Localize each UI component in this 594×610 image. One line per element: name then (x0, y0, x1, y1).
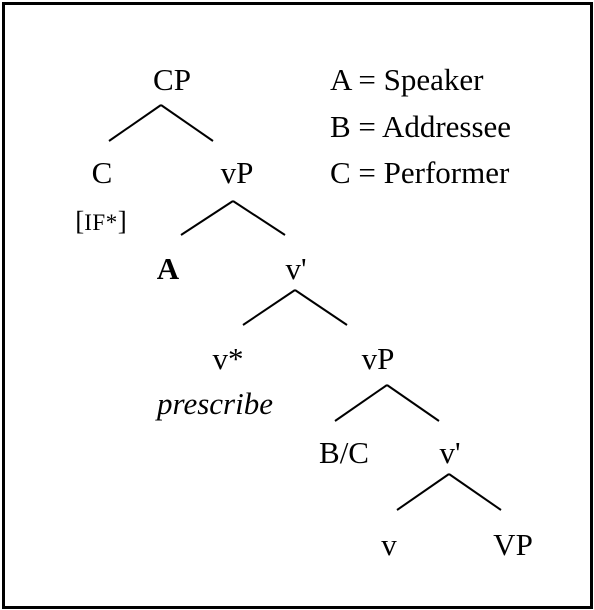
feature-bracket-close: ] (117, 206, 127, 236)
node-vp-lower: vP (361, 341, 395, 376)
node-c-feature: [IF*] (75, 204, 126, 235)
node-vp-complement: VP (493, 527, 533, 562)
node-vp-upper: vP (220, 155, 254, 190)
node-c: C (91, 155, 113, 190)
edge-vp-a (180, 200, 234, 236)
feature-label: IF* (84, 210, 118, 235)
edge-vbar-lower-vp (448, 473, 502, 511)
feature-bracket-open: [ (75, 206, 85, 236)
legend-item-performer: C = Performer (330, 155, 510, 190)
legend-item-addressee: B = Addressee (330, 109, 512, 144)
node-v-star-gloss: prescribe (157, 386, 273, 421)
legend-item-speaker: A = Speaker (330, 62, 484, 97)
edge-vbar-vp-lower (294, 289, 348, 326)
edge-vbar-lower-v (396, 473, 450, 511)
node-vbar-upper: v' (285, 251, 307, 286)
edge-vbar-vstar (242, 289, 296, 326)
edge-cp-c (108, 104, 162, 142)
edge-vp-vbar (232, 200, 286, 236)
node-v-star: v* (212, 341, 244, 376)
node-bc: B/C (319, 435, 369, 470)
edge-vp-lower-vbar (386, 384, 440, 422)
edge-cp-vp (160, 104, 214, 142)
node-cp: CP (153, 62, 191, 97)
node-vbar-lower: v' (439, 435, 461, 470)
edge-vp-lower-bc (334, 384, 388, 422)
node-a: A (156, 251, 180, 286)
node-v: v (381, 527, 397, 562)
